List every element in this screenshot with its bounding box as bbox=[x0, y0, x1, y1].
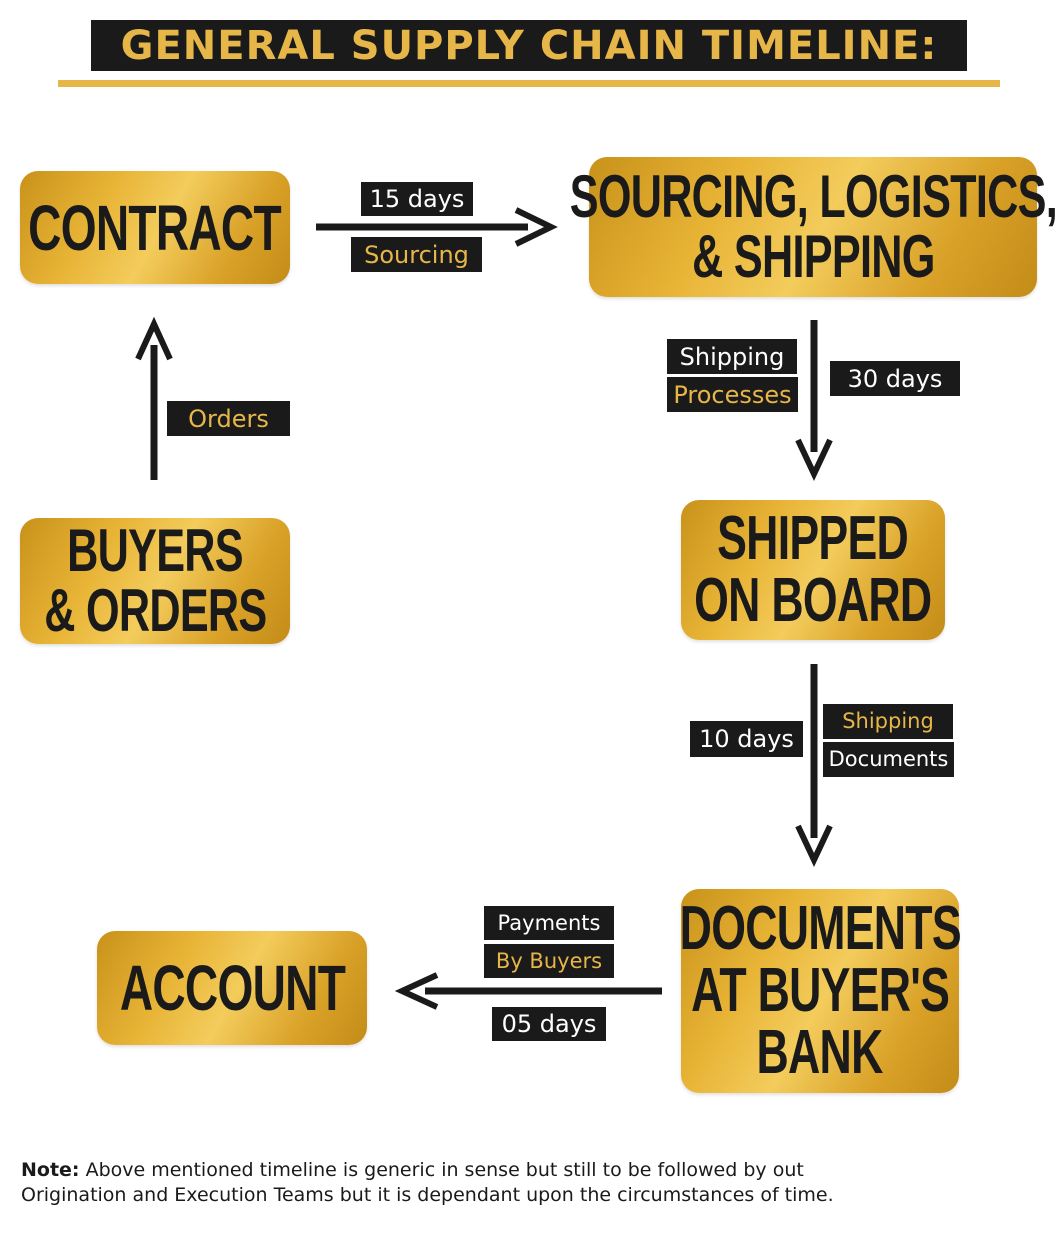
node-buyers-label-line2: & ORDERS bbox=[43, 577, 267, 644]
tag-contract-sourcing-days: 15 days bbox=[361, 182, 473, 216]
tag-sourcing-shipped-label-line1: Shipping bbox=[667, 339, 797, 374]
footnote: Note: Above mentioned timeline is generi… bbox=[21, 1158, 1021, 1208]
arrow-buyers-to-contract bbox=[135, 316, 173, 480]
footnote-line2: Origination and Execution Teams but it i… bbox=[21, 1184, 834, 1206]
arrow-sourcing-to-shipped bbox=[795, 320, 833, 482]
node-buyers-label-line1: BUYERS bbox=[67, 517, 243, 584]
node-shipped-label-line1: SHIPPED bbox=[717, 504, 910, 573]
footnote-line1: Above mentioned timeline is generic in s… bbox=[85, 1159, 804, 1181]
page-title: GENERAL SUPPLY CHAIN TIMELINE: bbox=[120, 22, 938, 69]
node-sourcing-logistics-shipping: SOURCING, LOGISTICS, & SHIPPING bbox=[569, 157, 1057, 297]
footnote-label: Note: bbox=[21, 1159, 80, 1181]
tag-contract-sourcing-label: Sourcing bbox=[351, 237, 482, 272]
node-account-label: ACCOUNT bbox=[119, 952, 345, 1024]
node-sourcing-label-line1: SOURCING, LOGISTICS, bbox=[569, 163, 1057, 230]
tag-buyers-contract-label: Orders bbox=[167, 401, 290, 436]
title-underline bbox=[58, 80, 1000, 87]
node-shipped-label-line2: ON BOARD bbox=[694, 566, 932, 635]
node-documents-label-line1: DOCUMENTS bbox=[679, 894, 961, 963]
title-bar: GENERAL SUPPLY CHAIN TIMELINE: bbox=[91, 20, 967, 71]
arrow-contract-to-sourcing bbox=[316, 207, 558, 247]
arrow-shipped-to-documents bbox=[795, 664, 833, 868]
node-documents-at-buyers-bank: DOCUMENTS AT BUYER'S BANK bbox=[679, 889, 961, 1093]
arrow-documents-to-account bbox=[394, 972, 662, 1010]
node-buyers-orders: BUYERS & ORDERS bbox=[20, 518, 290, 644]
tag-shipped-documents-label-line1: Shipping bbox=[823, 704, 953, 739]
node-contract: CONTRACT bbox=[20, 171, 290, 284]
tag-sourcing-shipped-days: 30 days bbox=[830, 361, 960, 396]
node-contract-label: CONTRACT bbox=[28, 191, 282, 264]
node-documents-label-line2: AT BUYER'S bbox=[690, 956, 950, 1025]
node-documents-label-line3: BANK bbox=[756, 1018, 884, 1087]
tag-documents-account-days: 05 days bbox=[492, 1007, 606, 1041]
tag-sourcing-shipped-label-line2: Processes bbox=[667, 377, 798, 412]
node-account: ACCOUNT bbox=[97, 931, 367, 1045]
node-sourcing-label-line2: & SHIPPING bbox=[691, 223, 935, 290]
tag-documents-account-label-line2: By Buyers bbox=[484, 944, 614, 978]
tag-shipped-documents-label-line2: Documents bbox=[823, 742, 954, 777]
tag-documents-account-label-line1: Payments bbox=[484, 906, 614, 940]
tag-shipped-documents-days: 10 days bbox=[690, 721, 803, 757]
node-shipped-on-board: SHIPPED ON BOARD bbox=[681, 500, 945, 640]
